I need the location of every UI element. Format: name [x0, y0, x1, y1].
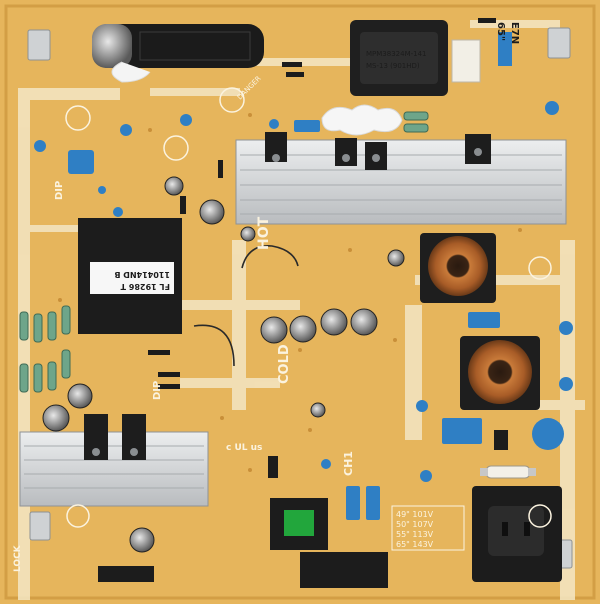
bulk-capacitor [92, 24, 264, 83]
main-heatsink [235, 132, 567, 225]
electrolytic-capacitors [42, 176, 405, 553]
film-capacitor [451, 39, 481, 83]
blue-capacitors [34, 101, 573, 520]
common-mode-choke-upper [420, 233, 496, 303]
voltage-line-50: 50" 107V [396, 520, 434, 529]
blue-capacitor-top [498, 32, 512, 66]
fuse [480, 465, 536, 479]
voltage-line-55: 55" 113V [396, 530, 434, 539]
lock-label: LOCK [13, 544, 23, 572]
ul-mark: c UL us [226, 443, 262, 453]
secondary-heatsink [19, 414, 209, 507]
small-components [98, 18, 508, 588]
inductor-label-1: MPM38324M-141 [366, 50, 427, 58]
standby-transformer [270, 498, 328, 550]
model-size: 65" [495, 22, 506, 41]
cold-label: COLD [277, 344, 292, 384]
hot-label: HOT [256, 216, 272, 250]
warning-symbols [65, 87, 552, 528]
dip-label-top: DIP [54, 181, 65, 200]
voltage-line-49: 49" 101V [396, 510, 434, 519]
thermal-glue [321, 104, 403, 136]
voltage-line-65: 65" 143V [396, 540, 434, 549]
pfc-inductor [350, 20, 448, 96]
transformer-label-2: FL 19286 T [120, 282, 170, 291]
dip-label-bottom: DIP [152, 381, 163, 400]
model-code: E7N [509, 22, 520, 44]
transformer-label-1: 110414ND B [114, 270, 170, 279]
common-mode-choke-lower [460, 336, 540, 410]
main-transformer [78, 218, 182, 334]
voltage-table-box [391, 505, 465, 551]
resistor-array [19, 111, 429, 393]
ac-inlet [472, 486, 562, 582]
pcb-border [4, 4, 596, 600]
jumper-wire [193, 245, 299, 367]
inductor-label-2: MS-13 (901HD) [366, 62, 420, 70]
ch1-label: CH1 [342, 451, 355, 476]
